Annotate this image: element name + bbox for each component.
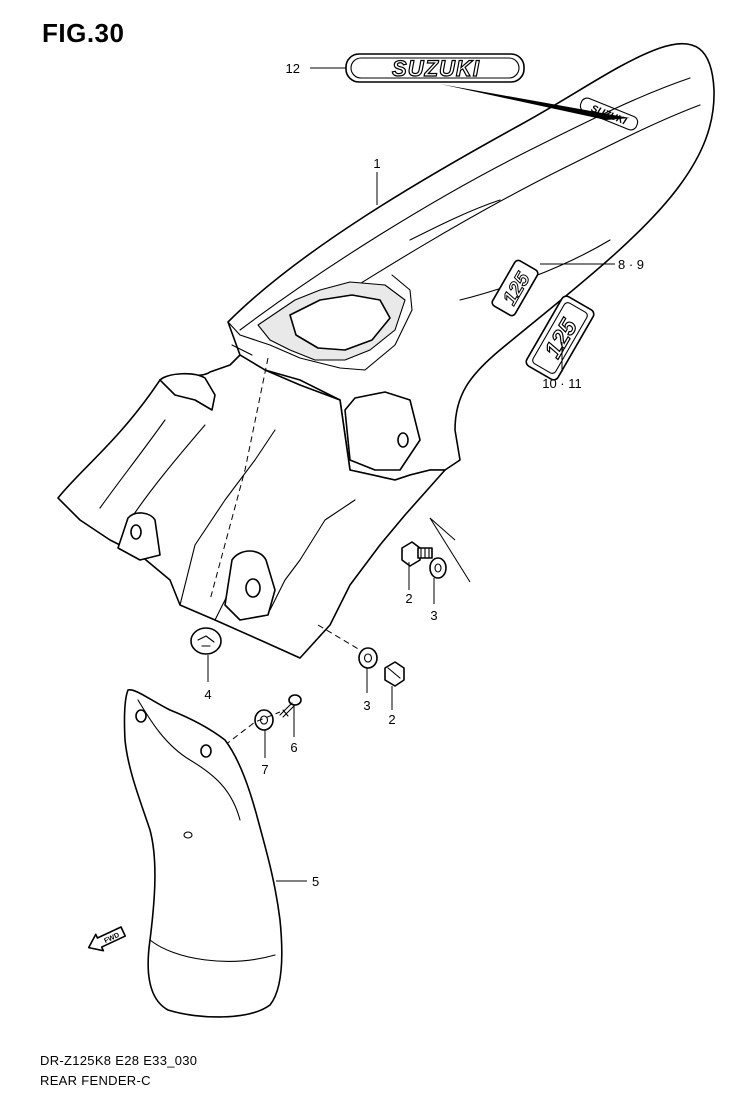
callout-label: 7: [261, 762, 268, 777]
model-decal-part-8-9: 125: [491, 259, 539, 317]
callout-4: 4: [204, 655, 212, 702]
washer-part-3-lower: [358, 647, 378, 669]
callout-2-lower: 2: [388, 686, 396, 727]
washer-part-3-upper: [429, 557, 447, 579]
logo-large-text: SUZUKI: [392, 56, 480, 81]
callout-6: 6: [290, 706, 298, 755]
callout-2-upper: 2: [405, 562, 413, 606]
callout-label: 4: [204, 687, 211, 702]
callout-label: 8 · 9: [618, 257, 644, 272]
assembly-line-screw: [224, 711, 281, 746]
screw-part-6: [279, 694, 302, 718]
callout-12: 12: [286, 61, 346, 76]
callout-label: 12: [286, 61, 300, 76]
callout-label: 10 · 11: [542, 376, 582, 391]
suzuki-emblem-part-12: SUZUKI: [345, 53, 630, 120]
callout-label: 1: [373, 156, 380, 171]
callout-label: 6: [290, 740, 297, 755]
callout-10-11: 10 · 11: [542, 342, 582, 391]
mud-flap-part-5: [123, 689, 283, 1018]
clip-part-4: [190, 627, 222, 655]
footer-model-code: DR-Z125K8 E28 E33_030: [40, 1053, 198, 1068]
callout-label: 3: [430, 608, 437, 623]
bolt-part-2-upper: [401, 541, 433, 567]
forward-direction-arrow: FWD: [87, 926, 127, 952]
callout-8-9: 8 · 9: [540, 257, 644, 272]
callout-5: 5: [276, 874, 319, 889]
callout-3-upper: 3: [430, 578, 438, 623]
callout-7: 7: [261, 730, 269, 777]
callout-1: 1: [373, 156, 381, 205]
rear-fender-part-1: [57, 42, 715, 659]
callout-3-lower: 3: [363, 668, 371, 713]
footer-section-name: REAR FENDER-C: [40, 1073, 151, 1088]
callout-label: 3: [363, 698, 370, 713]
bolt-part-2-lower: [384, 661, 405, 687]
callout-label: 2: [405, 591, 412, 606]
callout-label: 5: [312, 874, 319, 889]
figure-title: FIG.30: [42, 18, 125, 48]
assembly-line-washer: [317, 624, 361, 651]
washer-part-7: [254, 709, 274, 731]
callout-label: 2: [388, 712, 395, 727]
